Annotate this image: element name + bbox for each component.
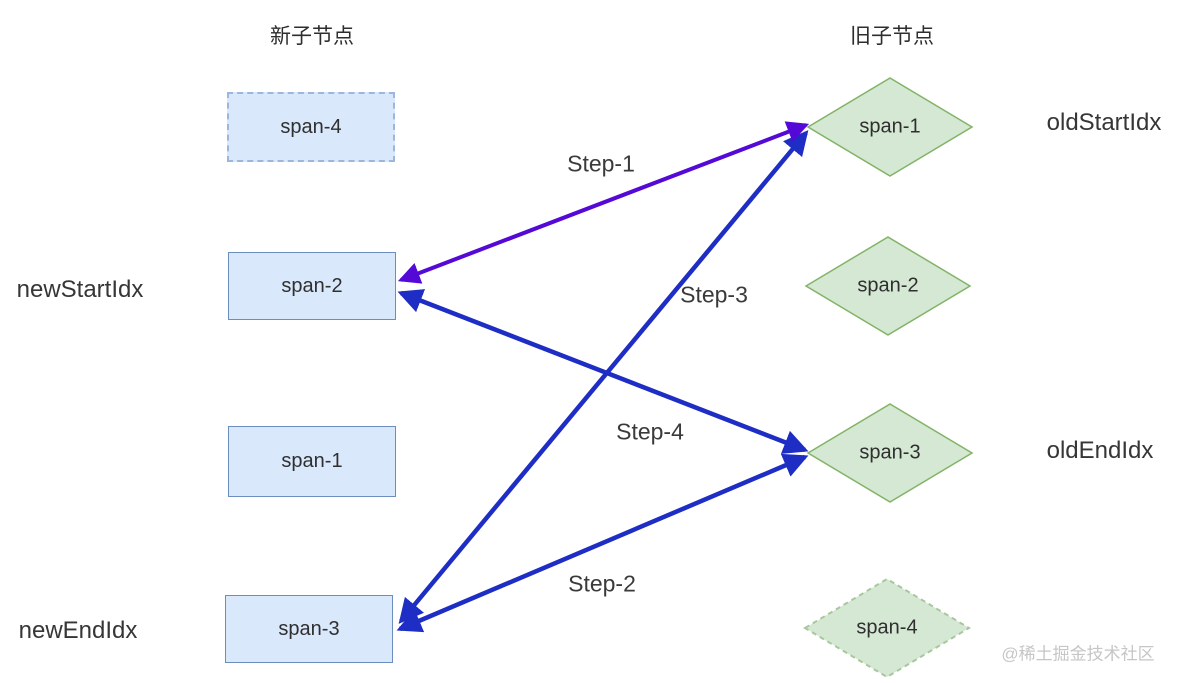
step-3-arrow (398, 130, 809, 624)
old-start-idx-label: oldStartIdx (1046, 109, 1162, 136)
step-4-arrow (397, 289, 809, 454)
step-1-arrow (397, 121, 810, 284)
new-node-span-1-label: span-1 (281, 450, 343, 472)
old-end-idx-label: oldEndIdx (1046, 437, 1154, 464)
new-children-title: 新子节点 (270, 25, 354, 48)
watermark-text: @稀土掘金技术社区 (1001, 644, 1155, 664)
old-node-span-2-diamond (804, 236, 972, 336)
old-node-span-1-diamond (806, 77, 974, 177)
old-node-span-4-label: span-4 (856, 616, 918, 639)
step-4-label: Step-4 (616, 418, 684, 445)
old-node-span-3-diamond (806, 403, 974, 503)
step-3-label: Step-3 (680, 281, 748, 308)
new-node-span-2: span-2 (228, 252, 396, 320)
old-node-span-4-diamond (803, 577, 971, 679)
new-node-span-3: span-3 (225, 595, 393, 663)
new-node-span-4: span-4 (227, 92, 395, 162)
old-node-span-1-label: span-1 (859, 115, 921, 138)
old-node-span-2-label: span-2 (857, 274, 919, 297)
new-node-span-1: span-1 (228, 426, 396, 497)
new-node-span-4-label: span-4 (280, 115, 342, 138)
new-end-idx-label: newEndIdx (18, 617, 138, 644)
new-start-idx-label: newStartIdx (16, 276, 144, 303)
old-node-span-3-label: span-3 (859, 441, 921, 464)
new-node-span-3-label: span-3 (278, 617, 340, 640)
new-node-span-2-label: span-2 (281, 274, 343, 297)
step-2-label: Step-2 (568, 570, 636, 597)
step-1-label: Step-1 (567, 150, 635, 177)
step-2-arrow (396, 453, 809, 633)
old-children-title: 旧子节点 (850, 25, 934, 48)
